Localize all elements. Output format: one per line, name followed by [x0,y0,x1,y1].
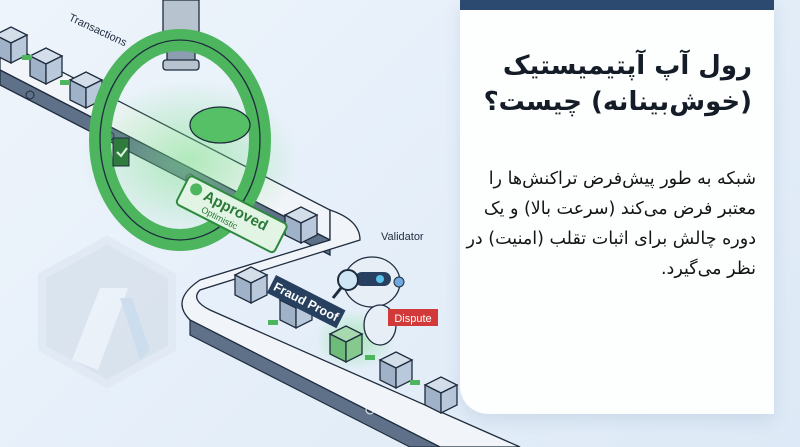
lower-conveyor [181,209,521,447]
transactions-label: Transactions [67,12,129,50]
validator-robot [331,256,405,346]
dispute-label: Dispute [394,313,431,325]
dispute-badge: Dispute [388,309,438,326]
validator-label: Validator [381,231,424,243]
disputed-block [328,325,364,364]
card-title: رول آپ آپتیمیستیک (خوش‌بینانه) چیست؟ [483,51,752,117]
info-card: رول آپ آپتیمیستیک (خوش‌بینانه) چیست؟ شبک… [460,0,774,414]
arbitrum-logo-icon [38,235,176,389]
validation-ring [89,29,271,251]
card-body: شبکه به طور پیش‌فرض تراکنش‌ها را معتبر ف… [466,169,756,279]
card-accent-bar [460,0,774,10]
